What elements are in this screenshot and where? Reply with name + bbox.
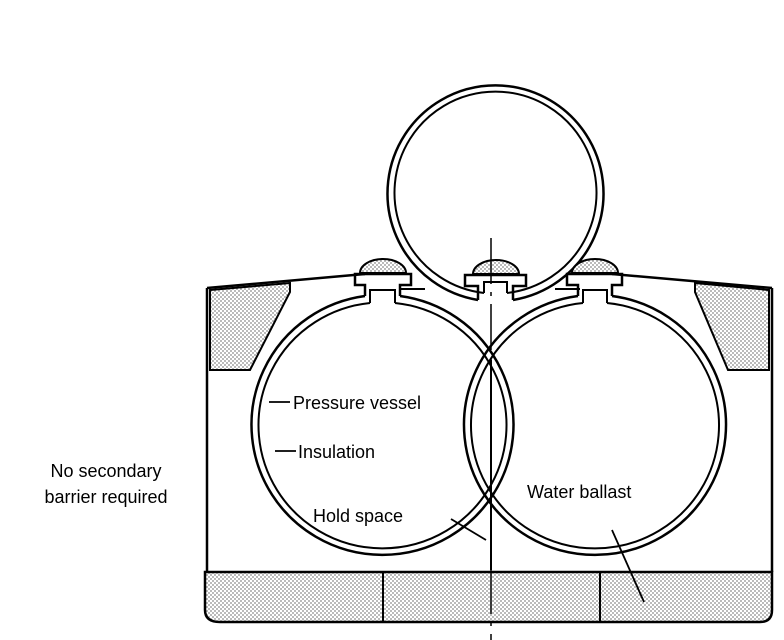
upper-wing-tank-right xyxy=(694,281,770,371)
label-hold-space: Hold space xyxy=(313,506,404,526)
label-pressure-vessel: Pressure vessel xyxy=(293,393,422,413)
label-insulation: Insulation xyxy=(298,442,376,462)
double-bottom xyxy=(203,570,774,624)
side-note: No secondary barrier required xyxy=(8,458,204,510)
leader-lines xyxy=(269,401,645,603)
side-note-line-2: barrier required xyxy=(44,487,168,507)
tank-dome-top xyxy=(471,259,521,275)
label-water-ballast: Water ballast xyxy=(527,482,632,502)
tank-dome-lower-left xyxy=(358,258,408,274)
tank-dome-lower-right xyxy=(570,258,620,274)
tank-lower-right xyxy=(462,258,728,557)
tank-top xyxy=(386,84,605,302)
side-note-line-1: No secondary xyxy=(50,461,162,481)
hull-outline xyxy=(205,272,774,572)
upper-wing-tank-left xyxy=(209,281,291,371)
